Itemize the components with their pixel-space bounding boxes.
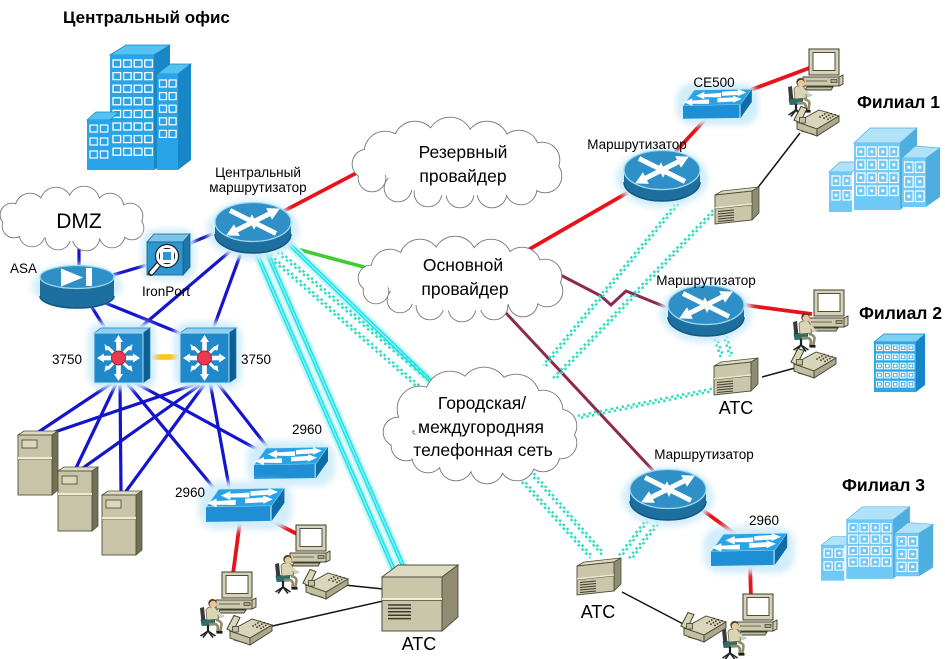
svg-text:провайдер: провайдер bbox=[421, 279, 508, 299]
svg-text:телефонная сеть: телефонная сеть bbox=[413, 440, 552, 460]
svg-text:АТС: АТС bbox=[402, 634, 437, 654]
svg-text:Городская/: Городская/ bbox=[438, 393, 526, 413]
svg-text:2960: 2960 bbox=[175, 485, 205, 500]
svg-text:маршрутизатор: маршрутизатор bbox=[209, 180, 306, 195]
svg-text:Центральный офис: Центральный офис bbox=[63, 8, 230, 27]
svg-text:Маршрутизатор: Маршрутизатор bbox=[587, 137, 687, 152]
svg-text:АТС: АТС bbox=[719, 398, 754, 418]
svg-text:3750: 3750 bbox=[241, 352, 271, 367]
svg-text:2960: 2960 bbox=[749, 513, 779, 528]
svg-text:Филиал 1: Филиал 1 bbox=[857, 92, 940, 112]
svg-text:Филиал 2: Филиал 2 bbox=[859, 303, 942, 323]
svg-text:ASA: ASA bbox=[10, 261, 37, 276]
svg-text:IronPort: IronPort bbox=[142, 284, 190, 299]
svg-text:междугородняя: междугородняя bbox=[418, 417, 544, 437]
svg-text:DMZ: DMZ bbox=[56, 210, 102, 233]
svg-text:Резервный: Резервный bbox=[419, 142, 508, 162]
svg-text:Основной: Основной bbox=[423, 255, 503, 275]
svg-text:Филиал 3: Филиал 3 bbox=[842, 475, 925, 495]
svg-text:2960: 2960 bbox=[292, 422, 322, 437]
svg-text:АТС: АТС bbox=[581, 602, 616, 622]
svg-text:Маршрутизатор: Маршрутизатор bbox=[656, 273, 756, 288]
svg-text:CE500: CE500 bbox=[693, 75, 734, 90]
svg-text:Маршрутизатор: Маршрутизатор bbox=[654, 447, 754, 462]
svg-text:провайдер: провайдер bbox=[419, 166, 506, 186]
svg-text:3750: 3750 bbox=[52, 352, 82, 367]
svg-text:Центральный: Центральный bbox=[215, 165, 301, 180]
